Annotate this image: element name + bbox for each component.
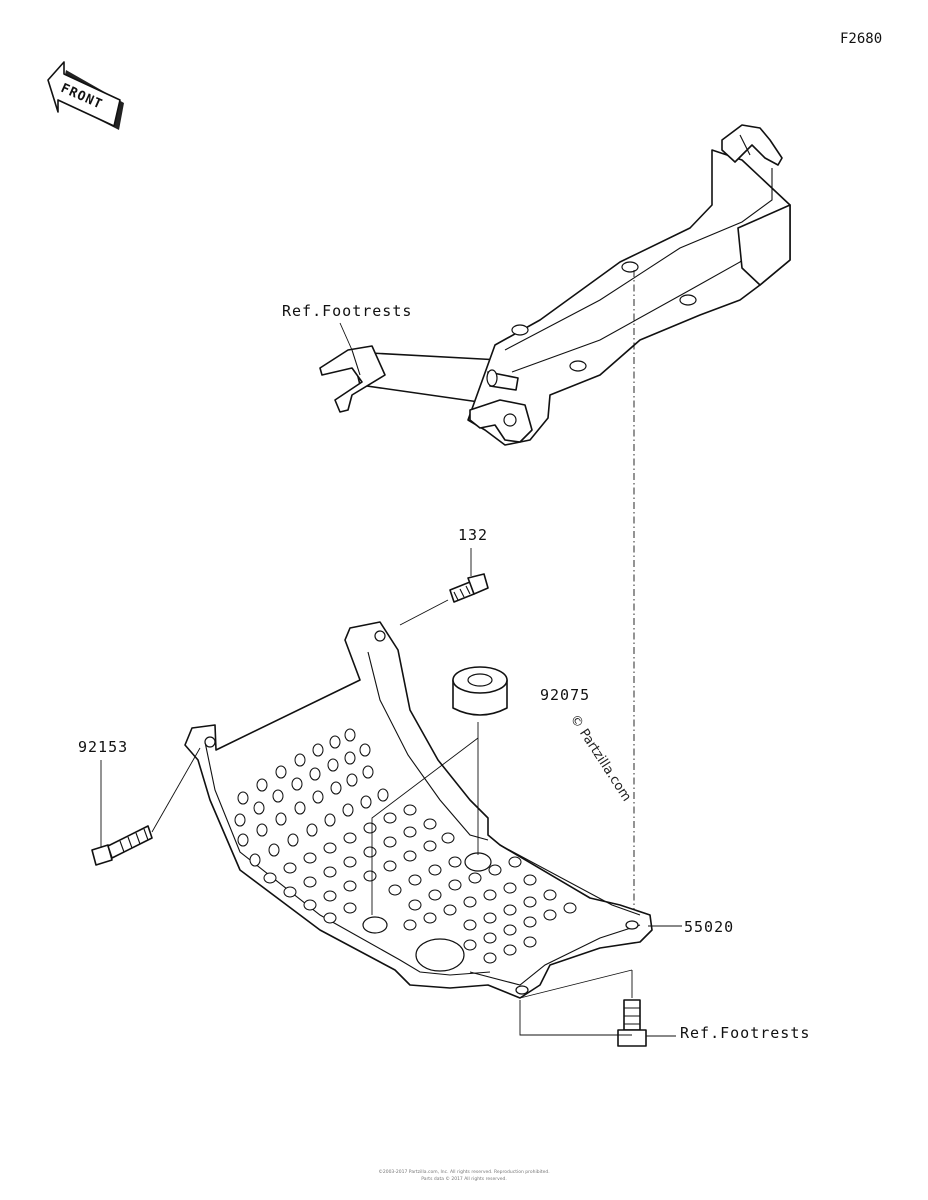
bolt-bottom bbox=[617, 999, 647, 1047]
watermark: © Partzilla.com bbox=[567, 712, 634, 804]
leader-92075-b bbox=[371, 737, 479, 915]
label-92153: 92153 bbox=[78, 738, 128, 756]
bolt-132 bbox=[449, 573, 489, 603]
figure-code: F2680 bbox=[840, 31, 882, 47]
leader-bottom-bracket bbox=[519, 969, 633, 1036]
leader-92153-b bbox=[151, 747, 201, 833]
skid-plate bbox=[184, 621, 653, 999]
footer-line1: ©2003-2017 Partzilla.com, Inc. All right… bbox=[378, 1168, 549, 1175]
footer-line2: Parts data © 2017 All rights reserved. bbox=[421, 1175, 507, 1182]
label-92075: 92075 bbox=[540, 686, 590, 704]
leader-132-b bbox=[399, 599, 449, 626]
perforation-holes bbox=[234, 728, 577, 964]
front-arrow-icon: FRONT bbox=[47, 61, 124, 130]
bolt-92153 bbox=[91, 825, 153, 866]
label-ref-footrests-bottom: Ref.Footrests bbox=[680, 1024, 810, 1042]
collar-92075 bbox=[452, 666, 508, 716]
label-132: 132 bbox=[458, 526, 488, 544]
label-ref-footrests-top: Ref.Footrests bbox=[282, 302, 412, 320]
label-55020: 55020 bbox=[684, 918, 734, 936]
frame-bracket bbox=[319, 124, 791, 446]
